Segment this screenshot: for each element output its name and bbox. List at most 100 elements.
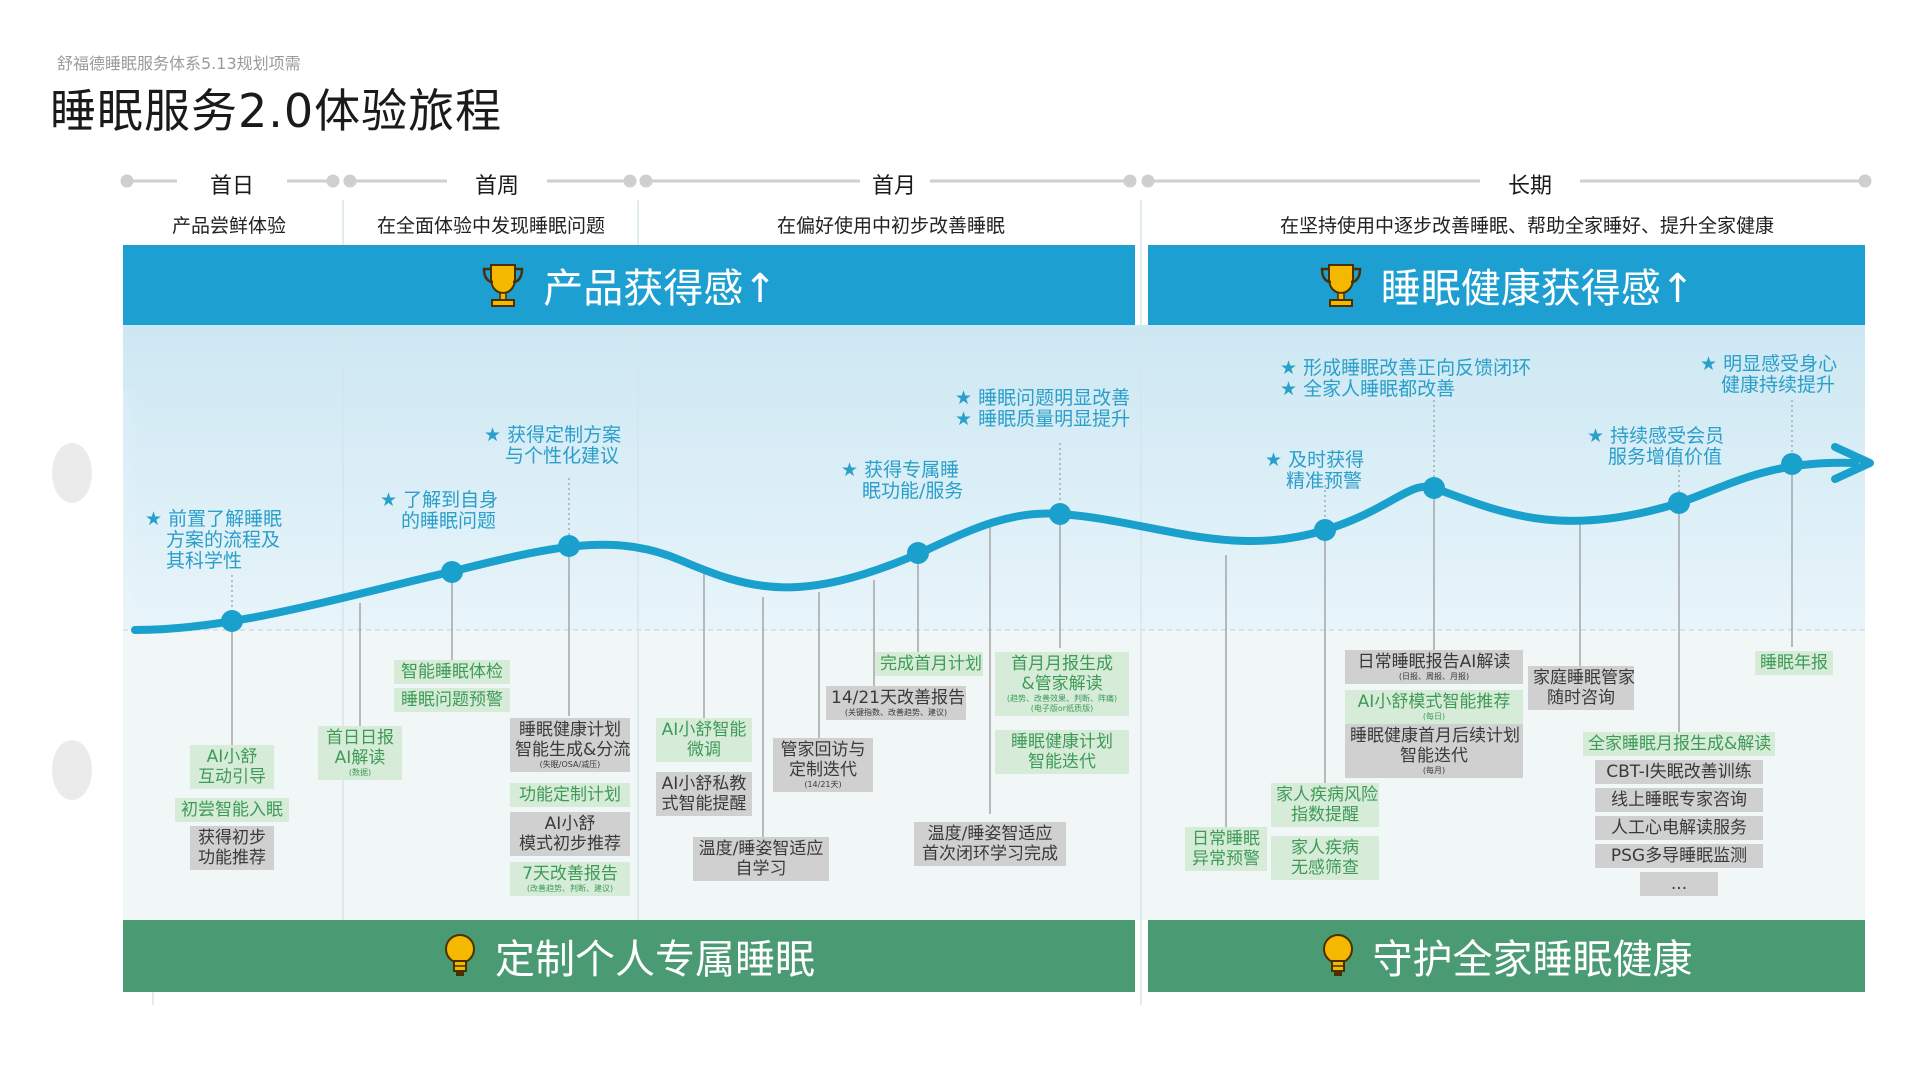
touchpoint-box: 完成首月计划: [875, 652, 983, 676]
goal-line: 方案的流程及: [166, 529, 281, 551]
touchpoint-note: (改善趋势、判断、建议): [526, 884, 614, 893]
touchpoint-label: AI小舒模式智能推荐: [1357, 692, 1511, 712]
goal-member-value: ★ 持续感受会员 服务增值价值: [1587, 425, 1725, 468]
touchpoint-note: (每月): [1422, 766, 1446, 775]
trophy-icon: [1320, 264, 1361, 307]
touchpoint-box: 家人疾病风险 指数提醒: [1271, 783, 1379, 827]
lightbulb-icon: [1322, 934, 1353, 976]
goal-health-rise: ★ 明显感受身心 健康持续提升: [1700, 353, 1838, 396]
touchpoint-label: 首日日报 AI解读: [326, 728, 394, 768]
touchpoint-box: 家庭睡眠管家 随时咨询: [1528, 666, 1635, 710]
touchpoint-box: 温度/睡姿智适应 自学习: [693, 837, 829, 881]
touchpoint-box: 日常睡眠报告AI解读 (日报、周报、月报): [1345, 650, 1523, 684]
goal-line: 持续感受会员: [1610, 425, 1725, 447]
touchpoint-note: (日报、周报、月报): [1398, 672, 1470, 681]
goal-timely-warning: ★ 及时获得 精准预警: [1265, 449, 1365, 492]
touchpoint-box: 管家回访与 定制迭代 (14/21天): [773, 738, 873, 792]
goal-line: 服务增值价值: [1608, 446, 1723, 468]
goal-line: 睡眠问题明显改善: [978, 387, 1131, 409]
goal-line: 明显感受身心: [1723, 353, 1838, 375]
goal-understand-plan: ★ 前置了解睡眠 方案的流程及 其科学性: [145, 508, 283, 572]
touchpoint-label: 管家回访与 定制迭代: [780, 740, 866, 780]
touchpoint-label: 14/21天改善报告: [831, 688, 965, 708]
phase-longterm: 长期: [1507, 174, 1553, 199]
touchpoint-label: 首月月报生成 &管家解读: [1011, 654, 1113, 694]
touchpoint-box: 14/21天改善报告 (关键指数、改善趋势、建议): [826, 686, 966, 720]
touchpoint-box: AI小舒智能 微调: [656, 718, 752, 762]
touchpoint-note: (每日): [1422, 712, 1446, 721]
touchpoint-box: AI小舒 互动引导: [190, 745, 274, 789]
touchpoint-box: 线上睡眠专家咨询: [1595, 788, 1763, 812]
touchpoint-note: (失眠/OSA/减压): [539, 760, 601, 769]
phase-longterm-desc: 在坚持使用中逐步改善睡眠、帮助全家睡好、提升全家健康: [1279, 215, 1775, 237]
goal-sleep-improved: ★ 睡眠问题明显改善 ★ 睡眠质量明显提升: [955, 387, 1131, 430]
goal-custom-plan: ★ 获得定制方案 与个性化建议: [484, 424, 622, 467]
goal-discover-problem: ★ 了解到自身 的睡眠问题: [380, 489, 499, 532]
trophy-icon: [482, 264, 524, 307]
phase-week1-desc: 在全面体验中发现睡眠问题: [376, 215, 606, 237]
goal-exclusive-features: ★ 获得专属睡 眠功能/服务: [841, 459, 964, 502]
goal-line: 获得定制方案: [507, 424, 622, 446]
touchpoint-box: 日常睡眠 异常预警: [1185, 827, 1267, 871]
touchpoint-box: 睡眠健康首月后续计划 智能迭代 (每月): [1345, 724, 1523, 778]
banner-product-gain: 产品获得感↑: [123, 245, 1135, 325]
touchpoint-box: 全家睡眠月报生成&解读: [1583, 732, 1775, 756]
phase-day1-desc: 产品尝鲜体验: [171, 215, 287, 237]
touchpoint-box: 温度/睡姿智适应 首次闭环学习完成: [914, 822, 1066, 866]
touchpoint-box: CBT-I失眠改善训练: [1595, 760, 1763, 784]
touchpoint-box: ...: [1640, 872, 1718, 896]
touchpoint-label: 睡眠健康计划 智能生成&分流: [515, 720, 631, 760]
goal-line: 眠功能/服务: [862, 480, 964, 502]
touchpoint-box: PSG多导睡眠监测: [1595, 844, 1763, 868]
phase-month1: 首月: [871, 174, 917, 199]
goal-line: 获得专属睡: [864, 459, 960, 481]
banner-health-gain: 睡眠健康获得感↑: [1148, 245, 1865, 325]
touchpoint-label: 7天改善报告: [522, 864, 618, 884]
phase-week1: 首周: [474, 174, 520, 199]
touchpoint-box: 睡眠问题预警: [394, 688, 510, 712]
touchpoint-label: 睡眠健康首月后续计划 智能迭代: [1350, 726, 1520, 766]
touchpoint-box: 初尝智能入眠: [175, 798, 289, 822]
goal-line: 其科学性: [166, 550, 243, 572]
banner-family-health-label: 守护全家睡眠健康: [1372, 937, 1693, 983]
touchpoint-box: 7天改善报告 (改善趋势、判断、建议): [510, 862, 630, 896]
banner-family-health: 守护全家睡眠健康: [1148, 920, 1865, 992]
goal-line: 及时获得: [1288, 449, 1365, 471]
goal-feedback-loop: ★ 形成睡眠改善正向反馈闭环 ★ 全家人睡眠都改善: [1280, 357, 1532, 400]
banner-product-gain-label: 产品获得感↑: [543, 266, 777, 312]
touchpoint-note: (关键指数、改善趋势、建议): [844, 708, 948, 717]
touchpoint-box: 获得初步 功能推荐: [190, 826, 274, 870]
touchpoint-note: (趋势、改善效果、判断、阵痛) (电子版or纸质版): [1006, 694, 1118, 713]
goal-line: 精准预警: [1286, 470, 1363, 492]
touchpoint-box: AI小舒模式智能推荐 (每日): [1345, 690, 1523, 724]
touchpoint-note: (14/21天): [804, 780, 842, 789]
phase-month1-desc: 在偏好使用中初步改善睡眠: [776, 215, 1006, 237]
goal-line: 形成睡眠改善正向反馈闭环: [1303, 357, 1532, 379]
goal-line: 的睡眠问题: [401, 510, 497, 532]
touchpoint-box: 睡眠健康计划 智能迭代: [995, 730, 1129, 774]
goal-line: 全家人睡眠都改善: [1303, 378, 1456, 400]
touchpoint-box: 睡眠健康计划 智能生成&分流 (失眠/OSA/减压): [510, 718, 630, 772]
touchpoint-box: 功能定制计划: [510, 783, 630, 807]
goal-line: 睡眠质量明显提升: [978, 408, 1131, 430]
goal-line: 了解到自身: [403, 489, 499, 511]
touchpoint-box: 睡眠年报: [1755, 651, 1833, 675]
banner-personal-sleep-label: 定制个人专属睡眠: [495, 937, 815, 983]
page-title: 睡眠服务2.0体验旅程: [50, 84, 503, 138]
touchpoint-box: AI小舒 模式初步推荐: [510, 812, 630, 856]
phase-day1: 首日: [209, 174, 255, 199]
goal-line: 前置了解睡眠: [168, 508, 283, 530]
touchpoint-note: (数据): [348, 768, 372, 777]
page-subtitle: 舒福德睡眠服务体系5.13规划项需: [57, 54, 301, 73]
touchpoint-box: 人工心电解读服务: [1595, 816, 1763, 840]
touchpoint-box: 首月月报生成 &管家解读 (趋势、改善效果、判断、阵痛) (电子版or纸质版): [995, 652, 1129, 716]
touchpoint-box: AI小舒私教 式智能提醒: [656, 772, 752, 816]
touchpoint-box: 智能睡眠体检: [394, 660, 510, 684]
lightbulb-icon: [445, 934, 475, 976]
touchpoint-box: 首日日报 AI解读 (数据): [318, 726, 402, 780]
banner-health-gain-label: 睡眠健康获得感↑: [1380, 266, 1695, 312]
goal-line: 与个性化建议: [505, 445, 620, 467]
touchpoint-box: 家人疾病 无感筛查: [1271, 836, 1379, 880]
